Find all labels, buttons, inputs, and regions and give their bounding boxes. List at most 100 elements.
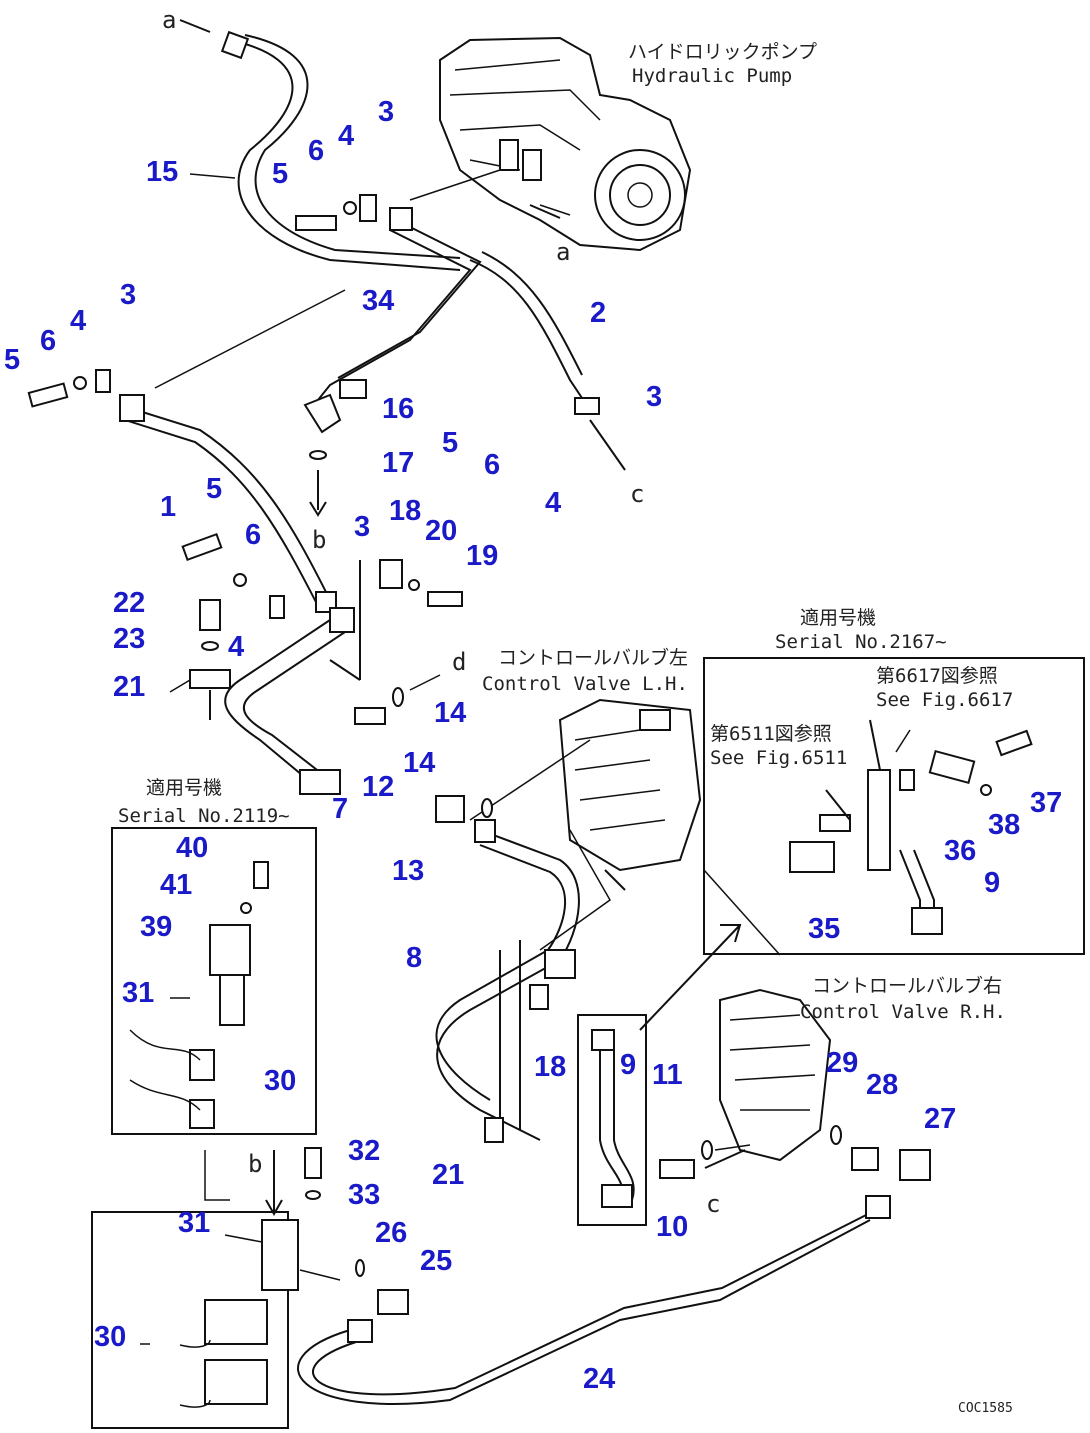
callout-33: 33 (348, 1179, 380, 1211)
fittings-25-26 (299, 1259, 409, 1315)
callout-38: 38 (988, 809, 1020, 841)
fittings-10-11 (659, 1140, 751, 1179)
leader-lines (140, 173, 263, 1345)
callout-4: 4 (545, 487, 561, 519)
arrow-c-lower (704, 1149, 746, 1169)
pipe-34 (309, 221, 482, 411)
callout-5: 5 (442, 427, 458, 459)
fittings-27-29 (830, 1125, 931, 1181)
label-applicable-right-en: Serial No.2167~ (775, 631, 947, 653)
callout-2: 2 (590, 297, 606, 329)
upper-fittings (295, 169, 501, 231)
callout-5: 5 (206, 473, 222, 505)
pipe-8 (435, 819, 611, 1141)
label-applicable-left-jp: 適用号機 (146, 777, 222, 799)
arrow-a-top (179, 19, 211, 33)
callout-20: 20 (425, 515, 457, 547)
callout-14: 14 (403, 747, 435, 779)
inset-right (703, 657, 1085, 955)
label-see-fig-6511-en: See Fig.6511 (710, 747, 847, 769)
callout-24: 24 (583, 1363, 615, 1395)
label-control-valve-rh-jp: コントロールバルブ右 (812, 974, 1002, 997)
callout-40: 40 (176, 832, 208, 864)
pipe-7 (224, 607, 355, 795)
callout-4: 4 (228, 631, 244, 663)
callout-3: 3 (120, 279, 136, 311)
callout-34: 34 (362, 285, 394, 317)
callout-6: 6 (308, 135, 324, 167)
callout-11: 11 (652, 1059, 683, 1091)
pipe-1 (119, 394, 337, 613)
callout-13: 13 (392, 855, 424, 887)
ref-letter: c (706, 1190, 720, 1218)
bracket-18-lower (484, 984, 549, 1143)
callout-31: 31 (122, 977, 154, 1009)
label-hydraulic-pump-en: Hydraulic Pump (632, 65, 792, 87)
control-valve-rh (719, 988, 832, 1162)
callout-30: 30 (94, 1321, 126, 1353)
elbow-16 (303, 379, 367, 517)
callout-18: 18 (389, 495, 421, 527)
callout-7: 7 (332, 793, 348, 825)
callout-27: 27 (924, 1103, 956, 1135)
callout-6: 6 (40, 325, 56, 357)
callout-numbers: 15 5 6 4 3 34 2 3 5 6 4 1 5 6 4 16 17 5 … (4, 96, 1062, 1395)
callout-5: 5 (4, 344, 20, 376)
callout-26: 26 (375, 1217, 407, 1249)
label-control-valve-lh-jp: コントロールバルブ左 (498, 646, 688, 669)
label-see-fig-6511-jp: 第6511図参照 (710, 723, 832, 745)
label-hydraulic-pump-jp: ハイドロリックポンプ (628, 41, 817, 63)
ref-letter: b (312, 526, 326, 554)
callout-16: 16 (382, 393, 414, 425)
callout-19: 19 (466, 540, 498, 572)
callout-22: 22 (113, 587, 145, 619)
ref-letter: b (248, 1150, 262, 1178)
pipe-2 (469, 251, 600, 415)
ref-letter: a (556, 238, 570, 266)
hose-9 (577, 1014, 647, 1226)
callout-21: 21 (432, 1159, 464, 1191)
callout-4: 4 (338, 120, 354, 152)
callout-12: 12 (362, 771, 394, 803)
callout-4: 4 (70, 305, 86, 337)
callout-32: 32 (348, 1135, 380, 1167)
callout-10: 10 (656, 1211, 688, 1243)
callout-5: 5 (272, 158, 288, 190)
ref-letter: a (162, 6, 176, 34)
callout-9: 9 (620, 1049, 636, 1081)
callout-9: 9 (984, 867, 1000, 899)
callout-18: 18 (534, 1051, 566, 1083)
callout-8: 8 (406, 942, 422, 974)
arrow-head (720, 924, 742, 943)
callout-1: 1 (160, 491, 176, 523)
callout-25: 25 (420, 1245, 452, 1277)
callout-36: 36 (944, 835, 976, 867)
callout-3: 3 (378, 96, 394, 128)
fittings-12-14 (354, 674, 591, 823)
arrow-a-right (529, 204, 561, 219)
hydraulic-pump (439, 36, 692, 252)
label-control-valve-lh-en: Control Valve L.H. (482, 673, 688, 695)
callout-31: 31 (178, 1207, 210, 1239)
callout-28: 28 (866, 1069, 898, 1101)
label-control-valve-rh-en: Control Valve R.H. (800, 1001, 1006, 1023)
callout-6: 6 (245, 519, 261, 551)
callout-35: 35 (808, 913, 840, 945)
label-applicable-right-jp: 適用号機 (800, 607, 876, 629)
label-see-fig-6617-jp: 第6617図参照 (876, 665, 998, 687)
callout-39: 39 (140, 911, 172, 943)
callout-29: 29 (826, 1047, 858, 1079)
hose-15 (220, 30, 461, 271)
callout-30: 30 (264, 1065, 296, 1097)
bracket-18-21 (181, 532, 463, 720)
callout-17: 17 (382, 447, 414, 479)
arrow-lh (604, 869, 626, 891)
control-valve-lh (558, 698, 702, 872)
callout-23: 23 (113, 623, 145, 655)
hose-24 (297, 1195, 891, 1405)
label-applicable-left-en: Serial No.2119~ (118, 805, 290, 827)
inset-left (111, 827, 317, 1135)
inset-bottom-left (91, 1147, 322, 1429)
